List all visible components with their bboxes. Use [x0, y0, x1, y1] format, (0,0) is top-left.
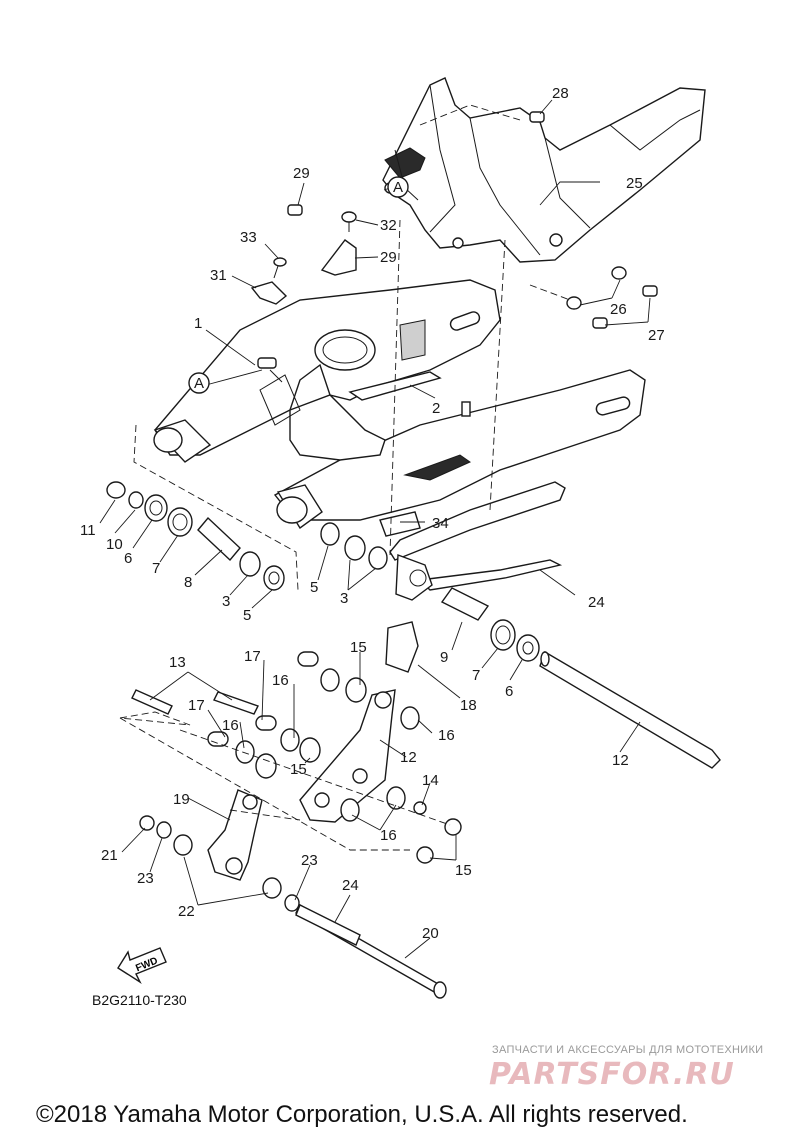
- callout-a-upper: A: [387, 176, 409, 198]
- part-label: 9: [440, 649, 448, 666]
- part-labels: 28 29 25 32 33 29 31 26 27 1 2 34 24 11 …: [80, 85, 665, 942]
- part-label: 1: [194, 315, 202, 332]
- part-label: 14: [422, 772, 439, 789]
- part-label: 18: [460, 697, 477, 714]
- part-label: 33: [240, 229, 257, 246]
- nuts-14: [416, 818, 462, 864]
- watermark-logo: PARTSFOR.RU: [489, 1057, 735, 1092]
- part-label: 3: [340, 590, 348, 607]
- swingarm: [153, 279, 646, 530]
- part-label: 29: [380, 249, 397, 266]
- part-label: 17: [188, 697, 205, 714]
- part-label: 21: [101, 847, 118, 864]
- bolts-12: [131, 689, 259, 715]
- relay-spacers: [207, 651, 427, 822]
- part-label: 23: [301, 852, 318, 869]
- part-label: 12: [612, 752, 629, 769]
- screw-33: [273, 257, 287, 279]
- leader-lines: [99, 99, 651, 959]
- rear-fender: [382, 77, 706, 263]
- part-label: 16: [272, 672, 289, 689]
- part-label: 5: [243, 607, 251, 624]
- part-label: 12: [400, 749, 417, 766]
- part-label: 19: [173, 791, 190, 808]
- part-label: 7: [152, 560, 160, 577]
- connecting-rod: [139, 789, 300, 912]
- part-label: 7: [472, 667, 480, 684]
- part-label: 16: [380, 827, 397, 844]
- part-label: 31: [210, 267, 227, 284]
- label-sticker: [379, 511, 421, 537]
- bolt-29-top: [529, 111, 545, 123]
- part-label: 16: [222, 717, 239, 734]
- bolt-29-left: [287, 204, 303, 216]
- part-label: 22: [178, 903, 195, 920]
- part-label: 15: [290, 761, 307, 778]
- part-label: 32: [380, 217, 397, 234]
- part-label: 13: [169, 654, 186, 671]
- part-label: 24: [342, 877, 359, 894]
- part-label: 11: [80, 522, 96, 539]
- part-label: 26: [610, 301, 627, 318]
- pivot-parts-right: [320, 522, 540, 662]
- pivot-parts-left: [106, 481, 285, 591]
- collar-24: [295, 904, 361, 946]
- part-label: 20: [422, 925, 439, 942]
- svg-text:A: A: [393, 179, 403, 196]
- chain-guide: [389, 481, 566, 601]
- part-label: 6: [505, 683, 513, 700]
- part-label: 29: [293, 165, 310, 182]
- fwd-arrow: FWD: [117, 947, 167, 984]
- guide-lines: [119, 104, 571, 851]
- part-label: 15: [350, 639, 367, 656]
- part-label: 5: [310, 579, 318, 596]
- diagram-code: B2G2110-T230: [92, 992, 187, 1008]
- part-label: 8: [184, 574, 192, 591]
- part-label: 2: [432, 400, 440, 417]
- part-label: 24: [588, 594, 605, 611]
- part-label: 6: [124, 550, 132, 567]
- part-label: 17: [244, 648, 261, 665]
- part-label: 28: [552, 85, 569, 102]
- svg-text:A: A: [194, 375, 204, 392]
- bolt-28: [592, 285, 658, 329]
- screw-32: [341, 211, 357, 232]
- part-label: 10: [106, 536, 123, 553]
- pivot-shaft: [539, 650, 721, 769]
- protector-18: [385, 621, 419, 673]
- part-label: 25: [626, 175, 643, 192]
- bracket-31: [250, 281, 288, 305]
- part-label: 23: [137, 870, 154, 887]
- collar-27: [566, 266, 627, 310]
- watermark-subtitle: ЗАПЧАСТИ И АКСЕССУАРЫ ДЛЯ МОТОТЕХНИКИ: [492, 1044, 764, 1056]
- relay-arm: [299, 689, 396, 823]
- protector-30: [320, 239, 357, 276]
- copyright-notice: ©2018 Yamaha Motor Corporation, U.S.A. A…: [36, 1101, 688, 1128]
- part-label: 16: [438, 727, 455, 744]
- part-label: 3: [222, 593, 230, 610]
- part-label: 15: [455, 862, 472, 879]
- part-label: 27: [648, 327, 665, 344]
- part-label: 34: [432, 515, 449, 532]
- callout-a-lower: A: [188, 372, 210, 394]
